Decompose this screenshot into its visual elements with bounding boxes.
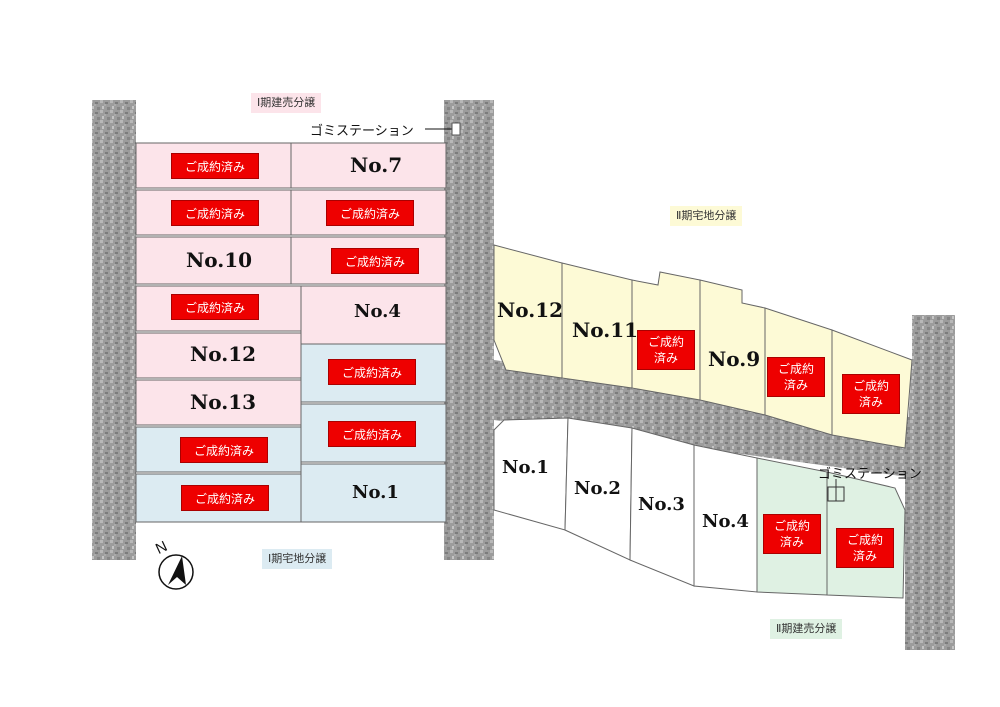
lot-number-p2-lower-3: No.3 (638, 494, 685, 515)
road-right (905, 315, 955, 650)
garbage-station-label-1: ゴミステーション (310, 124, 414, 139)
sold-badge-p1-left-r1: ご成約済み (171, 153, 259, 179)
lot-p1-left-r5[interactable] (135, 332, 302, 379)
garbage-station-marker-1 (451, 122, 461, 136)
lot-number-p1-left-r3: No.10 (186, 248, 253, 272)
sold-badge-p2-house-b: ご成約 済み (836, 528, 894, 568)
lot-number-p2-land-12: No.12 (497, 298, 564, 322)
phase1-house-label: Ⅰ期建売分譲 (251, 93, 322, 113)
road-middle-diagonal (494, 360, 930, 480)
north-label: N (153, 538, 170, 558)
lot-p1-left-r6[interactable] (135, 379, 302, 426)
sold-badge-p2-land-7-line2: 済み (858, 395, 883, 409)
phase1-land-label: Ⅰ期宅地分譲 (262, 549, 333, 569)
sold-badge-p2-land-7-line1: ご成約 (852, 379, 889, 393)
phase2-house-label: Ⅱ期建売分譲 (770, 619, 843, 639)
sold-badge-p2-house-a-line1: ご成約 (773, 519, 810, 533)
sold-badge-p2-house-a-line2: 済み (779, 535, 804, 549)
lot-number-p1-right-r4: No.4 (354, 301, 401, 322)
lot-number-p2-lower-2: No.2 (574, 478, 621, 499)
lot-p2-lower-1[interactable] (493, 417, 569, 531)
north-arrow: N (153, 538, 194, 590)
sold-badge-p2-land-10-line1: ご成約 (647, 335, 684, 349)
lot-number-p1-left-r6: No.13 (190, 390, 257, 414)
lot-number-p2-land-9: No.9 (708, 347, 761, 371)
road-center (444, 100, 494, 560)
sold-badge-p2-house-b-line1: ご成約 (846, 533, 883, 547)
lot-number-p1-left-r5: No.12 (190, 342, 257, 366)
sold-badge-p2-land-8-line2: 済み (783, 378, 808, 392)
sold-badge-p1-right-r2: ご成約済み (326, 200, 414, 226)
road-left (92, 100, 136, 560)
sold-badge-p1-right-r3: ご成約済み (331, 248, 419, 274)
sold-badge-p1-land-left-r2: ご成約済み (181, 485, 269, 511)
sold-badge-p2-land-7: ご成約 済み (842, 374, 900, 414)
sold-badge-p1-left-r2: ご成約済み (171, 200, 259, 226)
sold-badge-p1-left-r4: ご成約済み (171, 294, 259, 320)
lot-p1-right-r1[interactable] (290, 142, 447, 189)
sold-badge-p1-land-right-r2: ご成約済み (328, 421, 416, 447)
phase2-lower-block (493, 417, 758, 593)
lot-number-p1-right-r1: No.7 (350, 153, 403, 177)
lot-number-p2-lower-4: No.4 (702, 511, 749, 532)
sold-badge-p2-land-8: ご成約 済み (767, 357, 825, 397)
sold-badge-p2-land-10: ご成約 済み (637, 330, 695, 370)
lot-number-p1-land-right-r3: No.1 (352, 482, 399, 503)
lot-p1-right-r4[interactable] (300, 285, 447, 345)
lot-number-p2-lower-1: No.1 (502, 457, 549, 478)
sold-badge-p2-land-8-line1: ご成約 (777, 362, 814, 376)
sold-badge-p1-land-left-r1: ご成約済み (180, 437, 268, 463)
lot-number-p2-land-11: No.11 (572, 318, 639, 342)
sold-badge-p2-house-a: ご成約 済み (763, 514, 821, 554)
garbage-station-label-2: ゴミステーション (818, 467, 922, 482)
sold-badge-p1-land-right-r1: ご成約済み (328, 359, 416, 385)
phase2-land-label: Ⅱ期宅地分譲 (670, 206, 743, 226)
lot-p2-land-12[interactable] (493, 244, 563, 379)
sold-badge-p2-land-10-line2: 済み (653, 351, 678, 365)
sold-badge-p2-house-b-line2: 済み (852, 549, 877, 563)
